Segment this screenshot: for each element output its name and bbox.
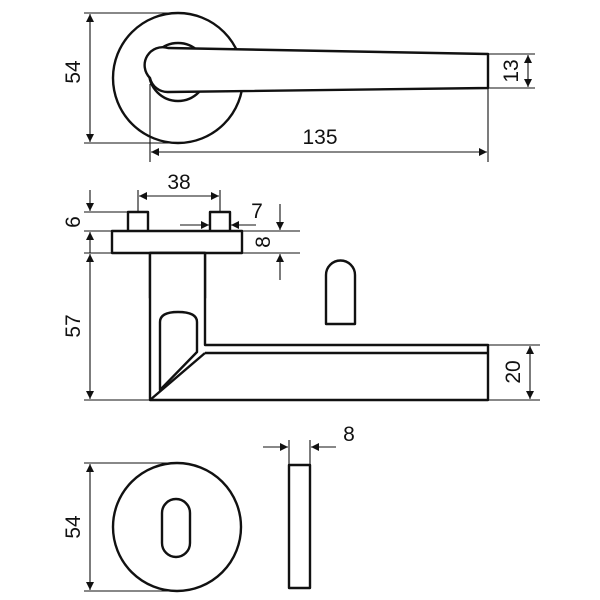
- escutcheon-view: 54 8: [62, 423, 355, 593]
- dim-plate-thickness-label: 8: [252, 236, 275, 248]
- dim-lever-height-label: 57: [62, 314, 85, 337]
- dim-escutcheon-diameter-label: 54: [62, 515, 85, 539]
- keyhole-slot: [160, 497, 192, 559]
- keyhole-side-profile: [324, 259, 357, 326]
- dim-pin-width-label: 7: [251, 200, 263, 223]
- pin-right: [208, 210, 232, 234]
- dim-rose-diameter-label: 54: [62, 60, 85, 84]
- side-view: 38 6 57 7 8 20: [62, 171, 540, 402]
- lever-collar: [158, 310, 199, 392]
- dim-pin-spacing-label: 38: [167, 171, 190, 194]
- lever-top: [143, 46, 490, 94]
- lever-side-body: [148, 251, 490, 402]
- dim-escutcheon-thickness-label: 8: [343, 423, 355, 446]
- dim-lever-length-label: 135: [302, 126, 337, 149]
- escutcheon-side-profile: [287, 463, 312, 590]
- pin-left: [126, 210, 150, 234]
- mounting-plate: [110, 229, 244, 255]
- dim-lever-thickness-label: 13: [500, 59, 523, 82]
- dim-pin-height-label: 6: [62, 216, 85, 228]
- top-view: 54 135 13: [62, 11, 535, 162]
- dim-lever-depth-label: 20: [502, 360, 525, 383]
